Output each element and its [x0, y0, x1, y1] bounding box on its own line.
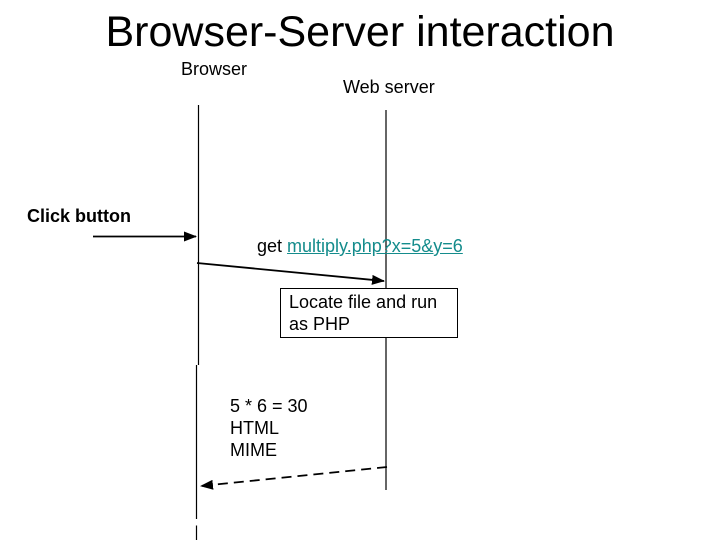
browser-lifeline [195, 105, 200, 540]
actor-label-browser: Browser [181, 59, 248, 79]
actor-label-server: Web server [343, 77, 435, 97]
slide-title: Browser-Server interaction [105, 8, 615, 56]
response-line: 5 * 6 = 30 [230, 396, 308, 416]
request-message: get multiply.php?x=5&y=6 [257, 235, 463, 257]
response-line: MIME [230, 440, 277, 460]
request-url-link[interactable]: multiply.php?x=5&y=6 [287, 236, 463, 256]
process-box-line: as PHP [289, 314, 351, 334]
process-box-line: Locate file and run [289, 292, 438, 312]
response-arrow [200, 466, 388, 490]
response-text: 5 * 6 = 30 HTML MIME [230, 395, 308, 461]
click-button-label: Click button [27, 206, 131, 226]
request-arrow [196, 262, 385, 285]
request-verb: get [257, 236, 288, 256]
response-line: HTML [230, 418, 279, 438]
process-box: Locate file and run as PHP [280, 288, 458, 338]
